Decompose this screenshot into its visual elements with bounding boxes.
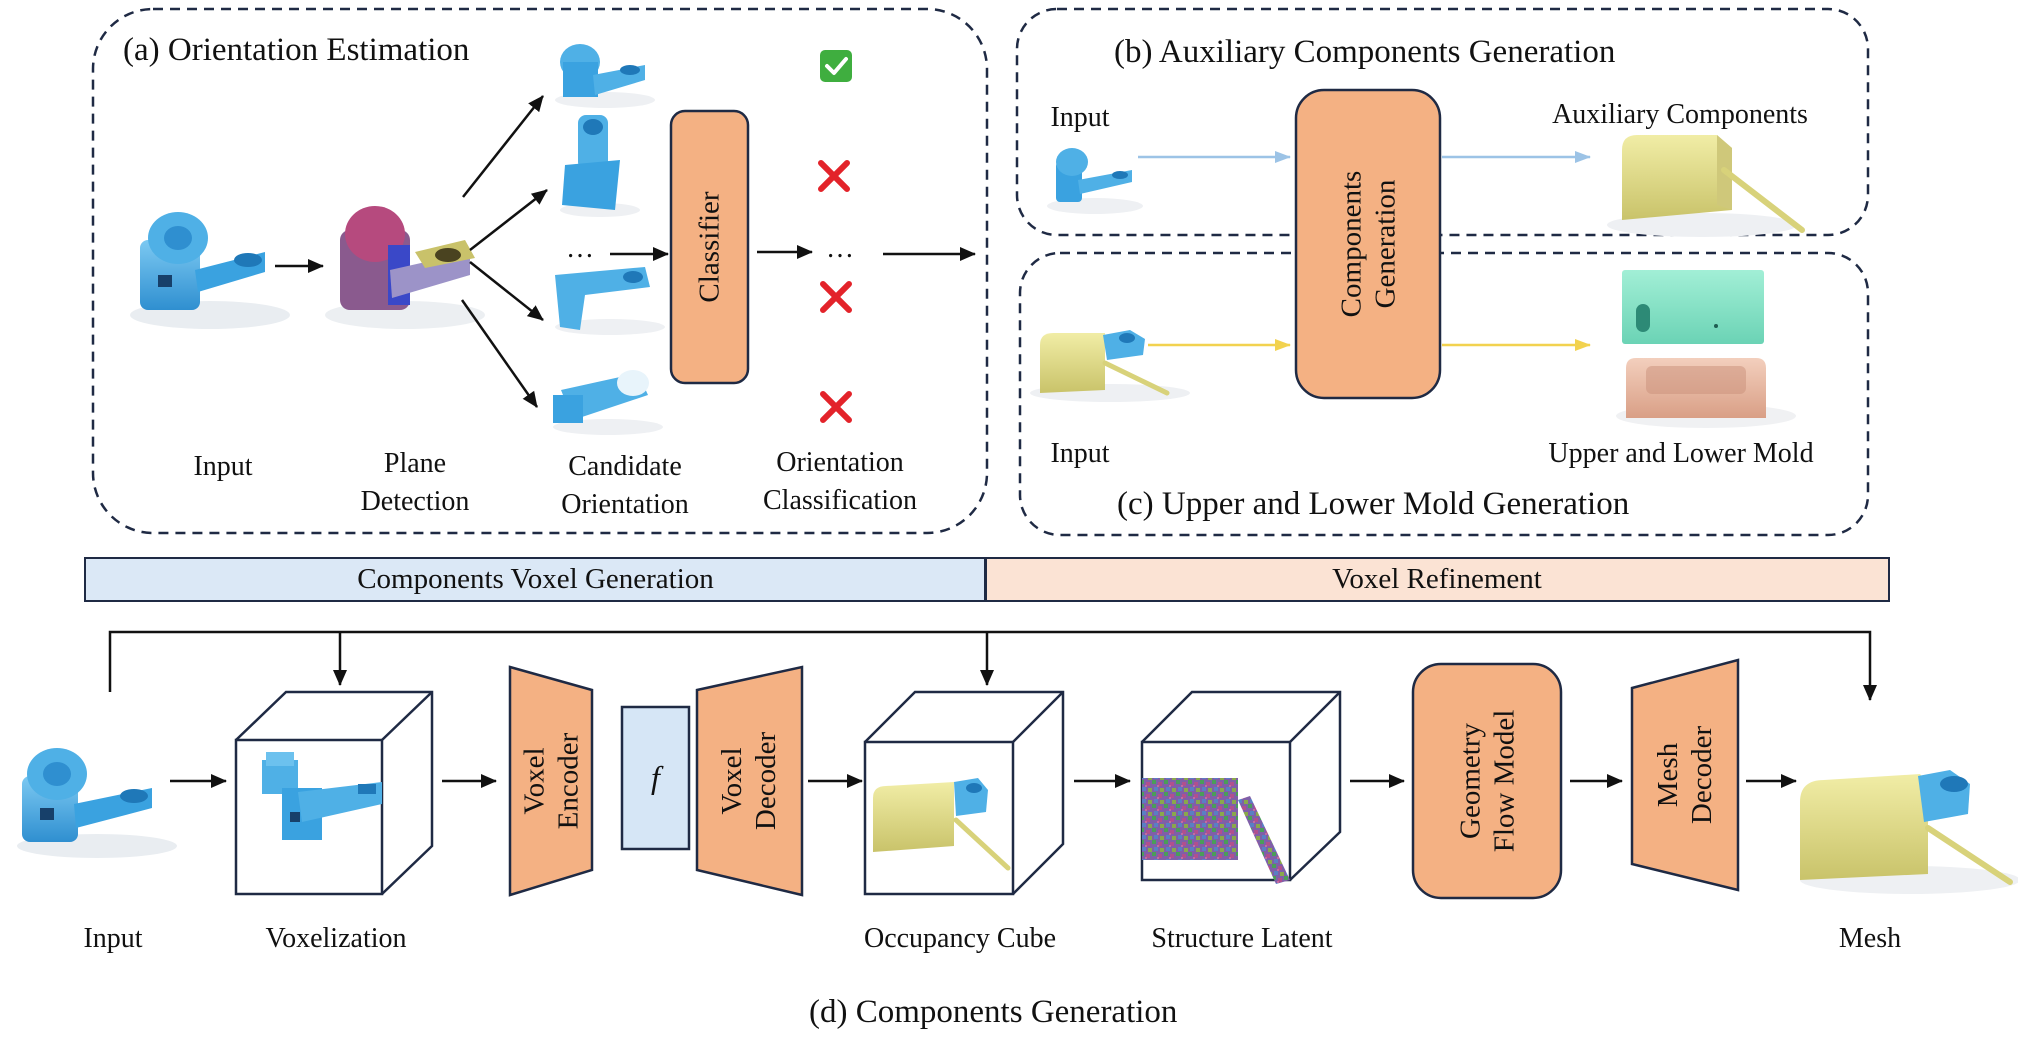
candidate-4 (553, 370, 663, 435)
panel-b-title: (b) Auxiliary Components Generation (1114, 34, 1616, 70)
voxel-encoder-label: Voxel Encoder (518, 732, 584, 830)
mesh-decoder-label: Mesh Decoder (1652, 725, 1718, 825)
label-input-b: Input (1050, 102, 1110, 133)
ellipsis-candidates: … (566, 233, 594, 264)
mesh-decoder-shape (1630, 658, 1740, 892)
lower-mold-model (1616, 358, 1796, 428)
voxelized-part (262, 752, 382, 840)
label-mesh: Mesh (1838, 923, 1902, 954)
voxel-encoder-shape (508, 665, 594, 897)
check-icon (820, 50, 852, 82)
band-right-bg (984, 557, 1890, 602)
part-c-input (1030, 330, 1190, 402)
label-upper-lower-mold: Upper and Lower Mold (1548, 438, 1814, 469)
band-voxel-refinement: Voxel Refinement (984, 557, 1890, 602)
panel-c-border (1018, 251, 1870, 537)
panel-a-title: (a) Orientation Estimation (123, 32, 470, 68)
classifier-box (669, 109, 750, 385)
part-a-input (130, 212, 290, 329)
panel-d-title: (d) Components Generation (809, 994, 1178, 1030)
ellipsis-results: … (826, 233, 854, 264)
mesh-output-model (1800, 770, 2018, 894)
part-plane-detection (325, 206, 485, 329)
band-components-voxel-generation: Components Voxel Generation (84, 557, 987, 602)
label-plane-detection: Plane Detection (360, 448, 470, 517)
label-voxelization: Voxelization (265, 923, 407, 954)
upper-mold-model (1622, 270, 1764, 344)
occupancy-cube (863, 690, 1065, 896)
band-left-bg (84, 557, 984, 602)
latent-f-box (620, 705, 691, 851)
components-generation-box (1294, 88, 1442, 400)
part-b-input (1047, 148, 1143, 214)
panel-b-border (1015, 7, 1870, 237)
label-orientation-classification: Orientation Classification (763, 447, 917, 516)
voxel-decoder-label: Voxel Decoder (716, 731, 783, 831)
latent-f-label: f (651, 759, 660, 795)
part-d-input (17, 748, 177, 858)
occupancy-part (873, 778, 1011, 871)
cross-icon (820, 391, 852, 423)
voxelization-cube (234, 690, 434, 896)
label-input-a: Input (193, 451, 253, 482)
candidate-3 (555, 267, 665, 335)
label-candidate-orientation: Candidate Orientation (561, 451, 689, 520)
components-generation-label: Components Generation (1335, 170, 1401, 318)
candidate-2 (560, 115, 640, 217)
label-input-c: Input (1050, 438, 1110, 469)
label-occupancy-cube: Occupancy Cube (863, 923, 1057, 954)
cross-icon (820, 281, 852, 313)
classifier-label: Classifier (693, 191, 726, 303)
auxiliary-components-model (1607, 135, 1805, 237)
label-structure-latent: Structure Latent (1151, 923, 1333, 954)
panel-a-border (91, 7, 989, 535)
label-input-d: Input (83, 923, 143, 954)
cross-icon (818, 160, 850, 192)
voxel-decoder-shape (695, 665, 804, 897)
label-auxiliary-components: Auxiliary Components (1552, 99, 1808, 130)
geometry-flow-model-box (1411, 662, 1563, 900)
structure-latent-part (1142, 778, 1290, 884)
geometry-flow-model-label: Geometry Flow Model (1454, 709, 1520, 853)
panel-c-title: (c) Upper and Lower Mold Generation (1117, 486, 1630, 522)
candidate-1 (555, 44, 655, 108)
